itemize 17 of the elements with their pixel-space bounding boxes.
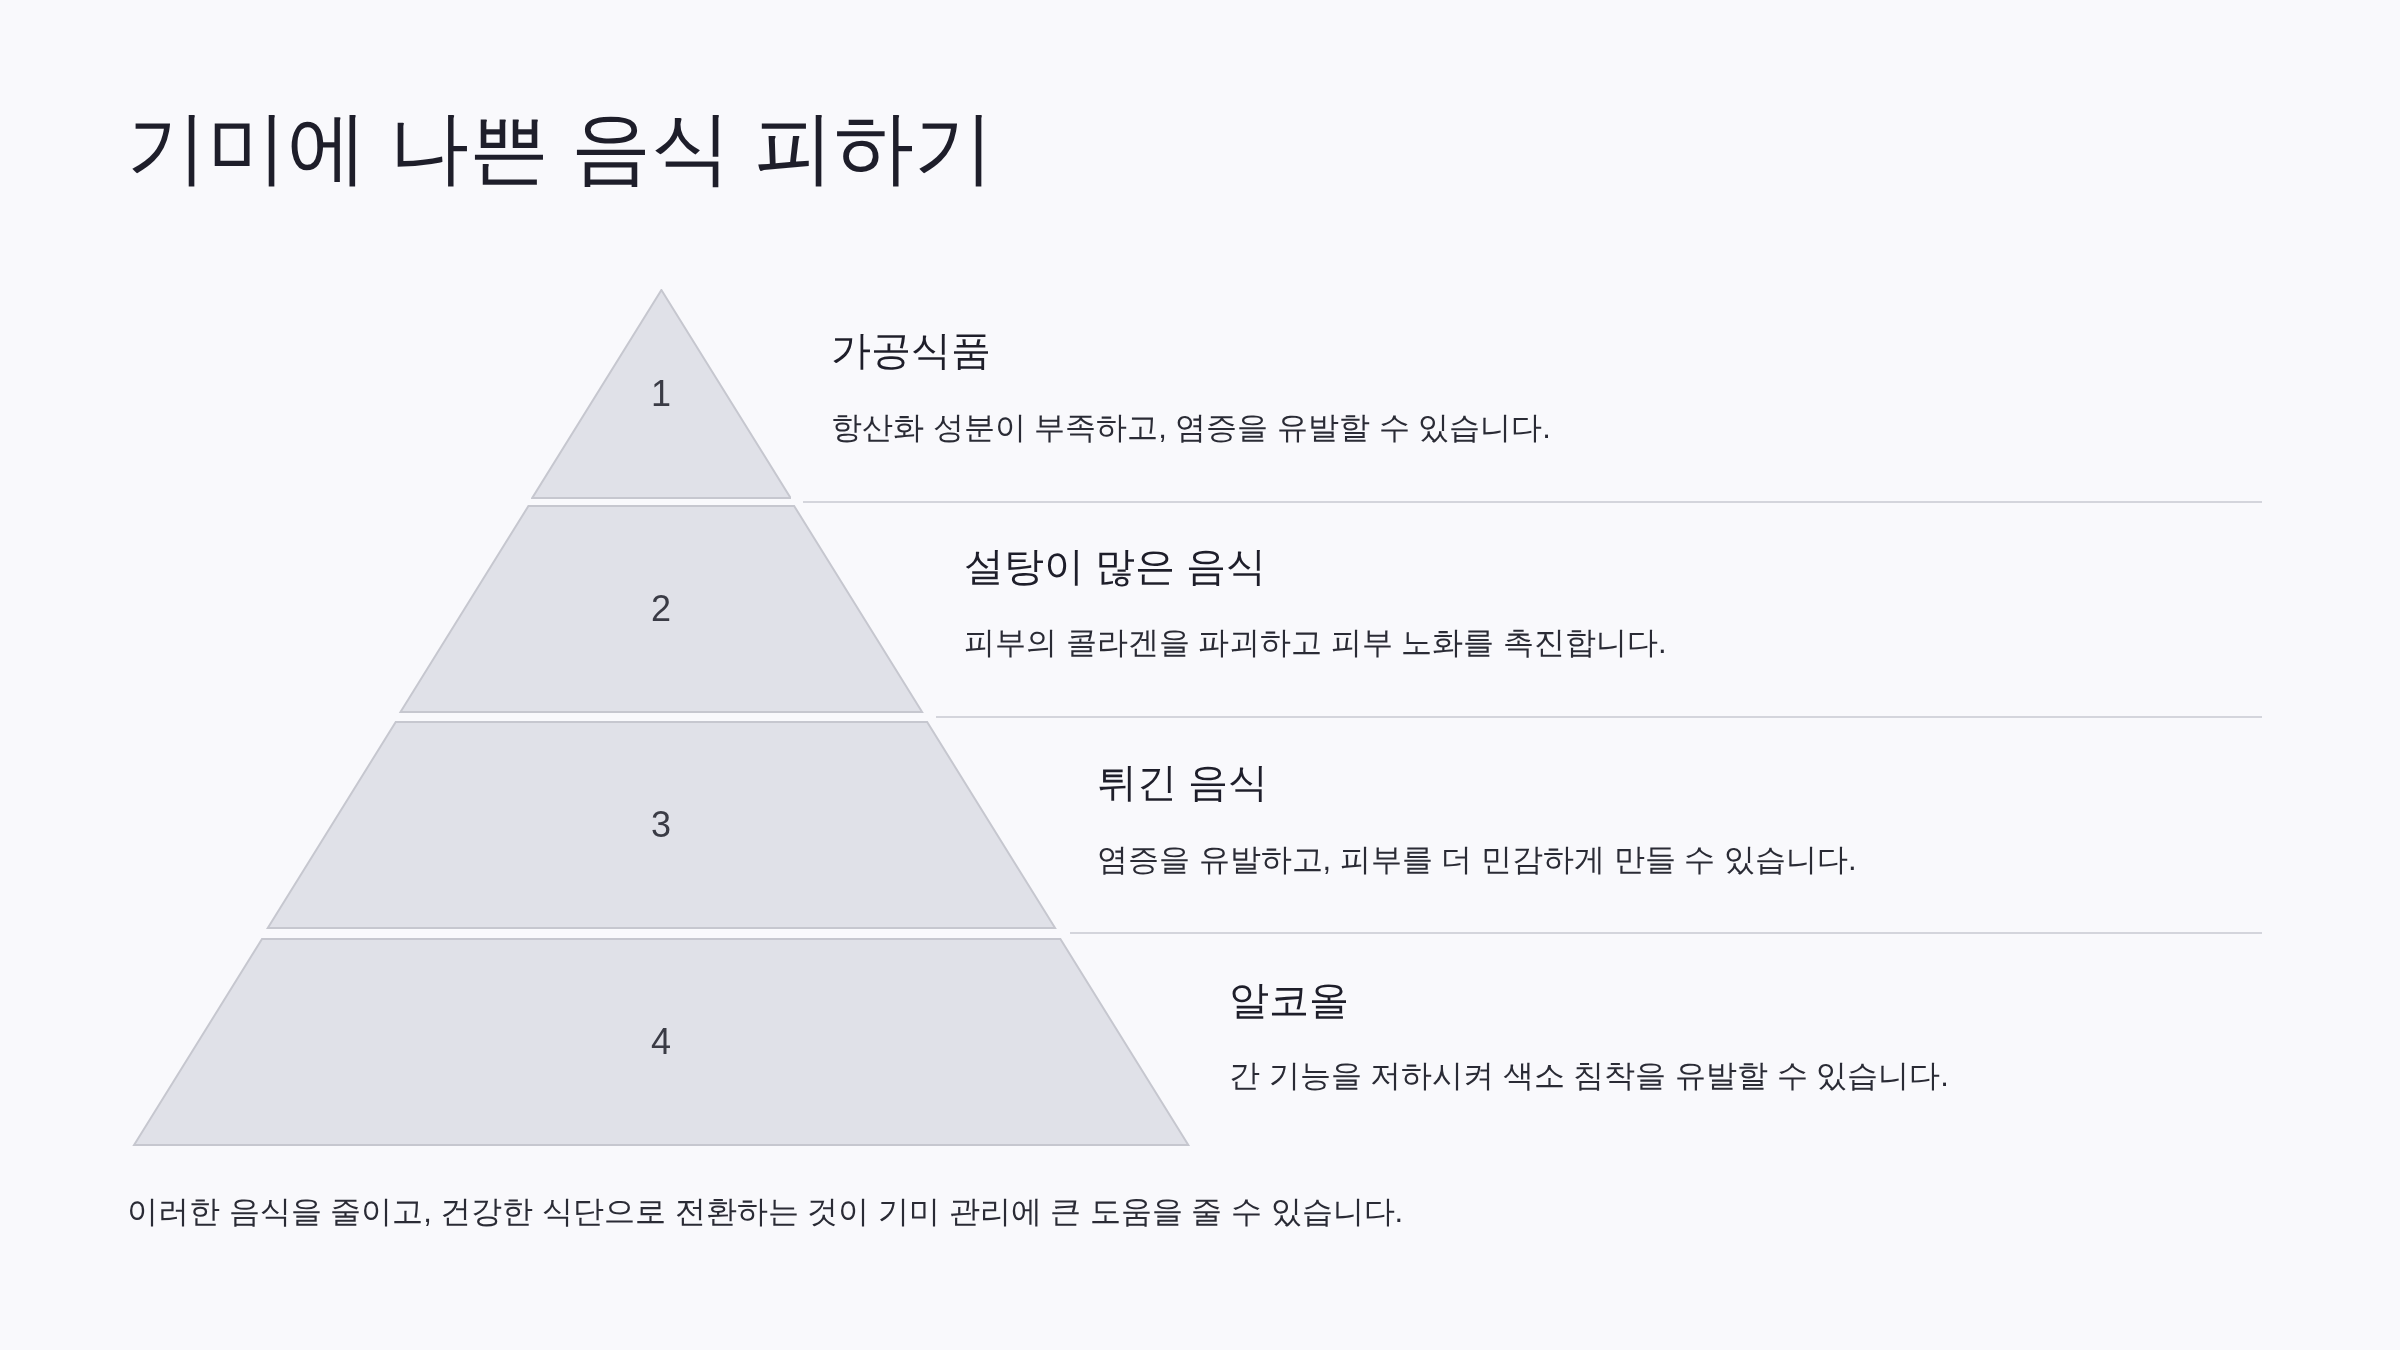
level-heading: 알코올 <box>1229 977 1349 1024</box>
level-description: 피부의 콜라겐을 파괴하고 피부 노화를 촉진합니다. <box>964 624 1667 662</box>
pyramid-level <box>530 289 792 499</box>
title: 기미에 나쁜 음식 피하기 <box>127 104 994 192</box>
level-number: 4 <box>650 1024 671 1060</box>
level-heading: 설탕이 많은 음식 <box>964 543 1267 590</box>
level-heading: 튀긴 음식 <box>1097 759 1269 806</box>
level-number: 3 <box>650 807 671 843</box>
level-heading: 가공식품 <box>831 327 991 374</box>
level-description: 항산화 성분이 부족하고, 염증을 유발할 수 있습니다. <box>831 409 1551 447</box>
level-number: 1 <box>650 376 671 412</box>
level-description: 간 기능을 저하시켜 색소 침착을 유발할 수 있습니다. <box>1229 1057 1949 1095</box>
pyramid-level <box>397 505 925 713</box>
pyramid-level <box>263 721 1059 929</box>
level-description: 염증을 유발하고, 피부를 더 민감하게 만들 수 있습니다. <box>1097 841 1857 879</box>
caption: 이러한 음식을 줄이고, 건강한 식단으로 전환하는 것이 기미 관리에 큰 도움을 줄 수 있습니다. <box>127 1193 1404 1231</box>
level-number: 2 <box>650 591 671 627</box>
